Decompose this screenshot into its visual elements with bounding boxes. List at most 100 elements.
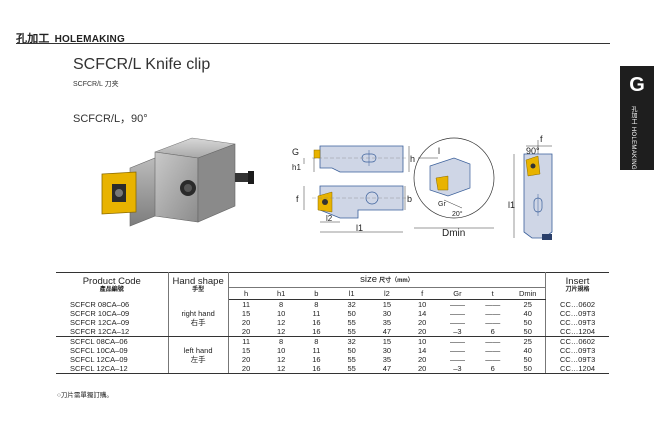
label-Dmin: Dmin	[442, 228, 465, 238]
chapter-letter: G	[629, 74, 645, 96]
section-header-en: HOLEMAKING	[54, 34, 125, 45]
cell-product-code: SCFCR 12CA–12	[56, 327, 169, 337]
cell-l2: 15	[382, 337, 392, 346]
section-header-cn: 孔加工	[16, 33, 50, 45]
cell-insert: CC…09T3	[559, 355, 596, 364]
hand-shape-en: left hand	[183, 346, 213, 355]
cell-product-code: SCFCL 08CA–06	[56, 336, 169, 346]
label-f: f	[296, 194, 299, 204]
label-b: b	[407, 194, 412, 204]
cell-product-code: SCFCR 10CA–09	[56, 309, 169, 318]
cell-product-code: SCFCR 12CA–09	[56, 318, 169, 327]
cell-h1: 12	[263, 327, 299, 337]
cell-h1: 12	[276, 318, 286, 327]
cell-h1: 12	[263, 364, 299, 374]
label-h1: h1	[292, 163, 301, 172]
label-l1-side: l1	[508, 200, 515, 210]
product-photo	[101, 137, 254, 227]
cell-h1: 8	[279, 300, 284, 309]
cell-insert: CC…0602	[560, 299, 596, 309]
label-angle-90: 90°	[526, 146, 540, 156]
cell-insert: CC…09T3	[559, 309, 596, 318]
cell-Dmin: 50	[510, 364, 547, 374]
th-col-Dmin: Dmin	[510, 287, 547, 300]
cell-t: ——	[485, 346, 501, 355]
cell-l1: 55	[347, 318, 356, 327]
dimension-diagram-side: f 90° l1	[508, 134, 553, 240]
dimension-diagram-bore: l Gr 20° Dmin	[413, 137, 495, 238]
th-col-h: h	[228, 287, 264, 300]
cell-b: 8	[314, 300, 319, 309]
section-header: 孔加工 HOLEMAKING	[16, 30, 125, 46]
cell-h1: 12	[276, 355, 286, 364]
series-label: SCFCR/L，90°	[73, 113, 148, 125]
th-col-l2: l2	[369, 287, 405, 300]
chapter-label-cn: 孔加工	[630, 106, 636, 125]
cell-l1: 55	[347, 355, 356, 364]
cell-l2: 47	[369, 327, 405, 337]
spec-table: Product Code 產品編號 Hand shape 手型 size 尺寸（…	[56, 272, 609, 374]
cell-Dmin: 40	[510, 346, 547, 355]
label-h: h	[410, 154, 415, 164]
cell-insert: CC…09T3	[559, 346, 596, 355]
cell-b: 16	[312, 355, 321, 364]
cell-Gr: –3	[439, 364, 476, 374]
th-col-t: t	[475, 287, 511, 300]
label-f-side: f	[540, 134, 543, 144]
cell-Dmin: 40	[510, 309, 547, 318]
cell-Dmin: 25	[510, 336, 547, 346]
cell-Gr: ——	[449, 300, 465, 309]
cell-h1: 10	[276, 346, 286, 355]
cell-Gr: ——	[449, 355, 465, 364]
label-angle-20: 20°	[452, 210, 463, 218]
cell-t: ——	[485, 355, 501, 364]
cell-h1: 10	[276, 309, 286, 318]
chapter-label: 孔加工 HOLEMAKING	[629, 106, 638, 170]
cell-h: 15	[241, 309, 251, 318]
cell-Dmin: 50	[510, 318, 547, 327]
footnote: ○刀片需單獨訂購。	[57, 392, 113, 399]
cell-f: 20	[404, 364, 440, 374]
cell-f: 14	[418, 309, 427, 318]
cell-l1: 50	[347, 309, 356, 318]
cell-h: 20	[241, 318, 251, 327]
th-hand-shape: Hand shape 手型	[168, 272, 229, 300]
cell-product-code: SCFCL 12CA–09	[56, 355, 169, 364]
th-col-b: b	[298, 287, 335, 300]
cell-h: 20	[228, 364, 264, 374]
cell-t: ——	[485, 300, 501, 309]
hand-shape-cn: 左手	[190, 355, 206, 364]
cell-l1: 55	[334, 364, 370, 374]
header-rule	[16, 43, 610, 44]
cell-b: 11	[312, 309, 321, 318]
cell-Gr: –3	[439, 327, 476, 337]
cell-b: 16	[312, 318, 321, 327]
clamp-screw	[235, 173, 251, 182]
cell-h: 20	[241, 355, 251, 364]
cell-insert: CC…0602	[560, 337, 596, 346]
cell-b: 16	[298, 364, 335, 374]
page-title: SCFCR/L Knife clip	[73, 56, 211, 73]
cell-h: 15	[241, 346, 251, 355]
cell-t: ——	[485, 318, 501, 327]
cell-f: 10	[418, 337, 427, 346]
cell-Gr: ——	[449, 318, 465, 327]
chapter-label-en: HOLEMAKING	[630, 126, 636, 170]
cell-insert: CC…1204	[545, 364, 609, 374]
cell-l2: 35	[382, 318, 392, 327]
label-l2: l2	[326, 214, 333, 223]
cell-Dmin: 25	[510, 299, 547, 309]
cell-f: 20	[404, 327, 440, 337]
cell-Gr: ——	[449, 337, 465, 346]
label-l1: l1	[356, 223, 363, 233]
cell-f: 20	[418, 355, 427, 364]
cell-b: 11	[312, 346, 321, 355]
